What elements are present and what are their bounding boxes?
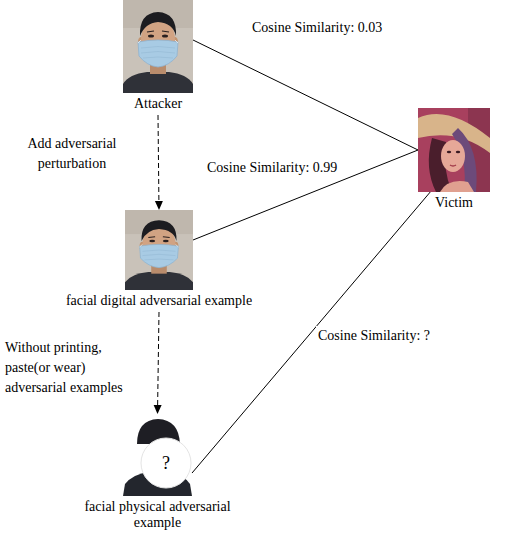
photo-caption: facial digital adversarial example xyxy=(66,293,252,309)
similarity-line xyxy=(193,40,418,150)
photo-caption: Victim xyxy=(435,195,473,211)
edge-label: Cosine Similarity: 0.03 xyxy=(250,18,384,38)
connector-line xyxy=(193,150,418,240)
connector-line xyxy=(158,312,159,405)
edge-label: Add adversarial perturbation xyxy=(16,134,128,174)
photo-caption: facial physical adversarial example xyxy=(72,499,244,531)
connector-line xyxy=(158,115,160,201)
connector-line xyxy=(193,40,418,150)
edge-label: Without printing, paste(or wear) adversa… xyxy=(3,338,135,398)
attacker-photo: Attacker xyxy=(123,0,193,93)
edge-label: Cosine Similarity: 0.99 xyxy=(205,158,339,178)
edge-label: Cosine Similarity: ? xyxy=(316,326,432,346)
similarity-line xyxy=(193,150,418,240)
arrow-head xyxy=(154,405,162,414)
physical-example-photo: ?facial physical adversarial example xyxy=(123,414,192,496)
dashed-arrow xyxy=(154,312,162,414)
digital-example-photo: facial digital adversarial example xyxy=(125,210,193,290)
photo-caption: Attacker xyxy=(134,96,182,112)
dashed-arrow xyxy=(155,115,163,210)
arrow-head xyxy=(155,201,163,210)
victim-photo: Victim xyxy=(418,108,490,192)
question-mark: ? xyxy=(162,454,170,472)
